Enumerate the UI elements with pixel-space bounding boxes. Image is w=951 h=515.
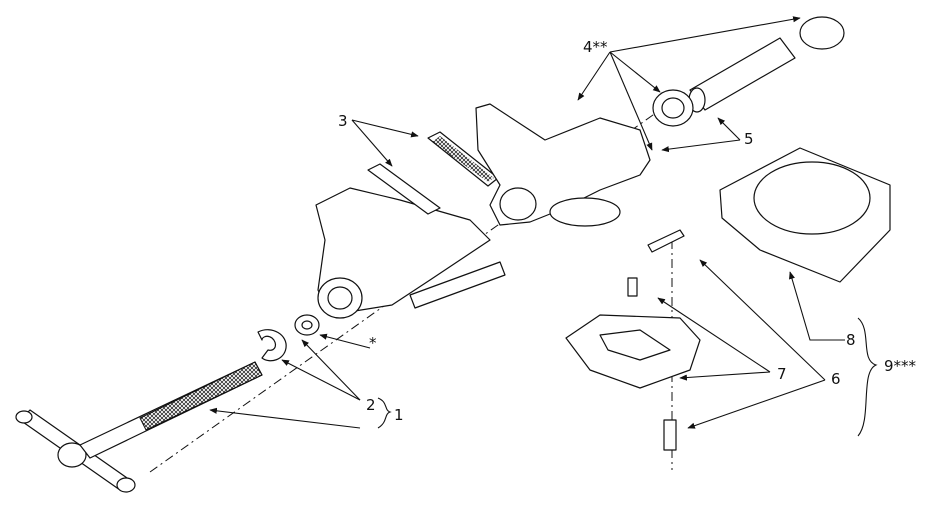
front-jaw-body-part (475, 103, 651, 227)
washer-part (294, 314, 320, 336)
callout-4: 4** (583, 38, 608, 56)
callout-9: 9*** (884, 357, 917, 375)
bushing-part (652, 89, 694, 127)
tommy-bar-part (647, 229, 685, 253)
handle-screw-part (15, 361, 263, 493)
jaw-plate-smooth (367, 163, 441, 215)
callout-6: 6 (831, 370, 841, 388)
callout-8: 8 (846, 331, 856, 349)
pin-part (627, 277, 638, 297)
callout-7: 7 (777, 365, 787, 383)
rear-jaw-body-part (315, 187, 506, 319)
callout-1: 1 (394, 406, 404, 424)
swivel-base-part (719, 147, 891, 283)
callout-5: 5 (744, 130, 754, 148)
callout-2: 2 (366, 396, 376, 414)
callout-3: 3 (338, 112, 348, 130)
lock-plate-part (565, 314, 701, 389)
callout-star: * (369, 334, 377, 352)
retaining-ring-part (257, 329, 287, 362)
sleeve-part (688, 16, 845, 113)
bolt-part (663, 419, 677, 451)
